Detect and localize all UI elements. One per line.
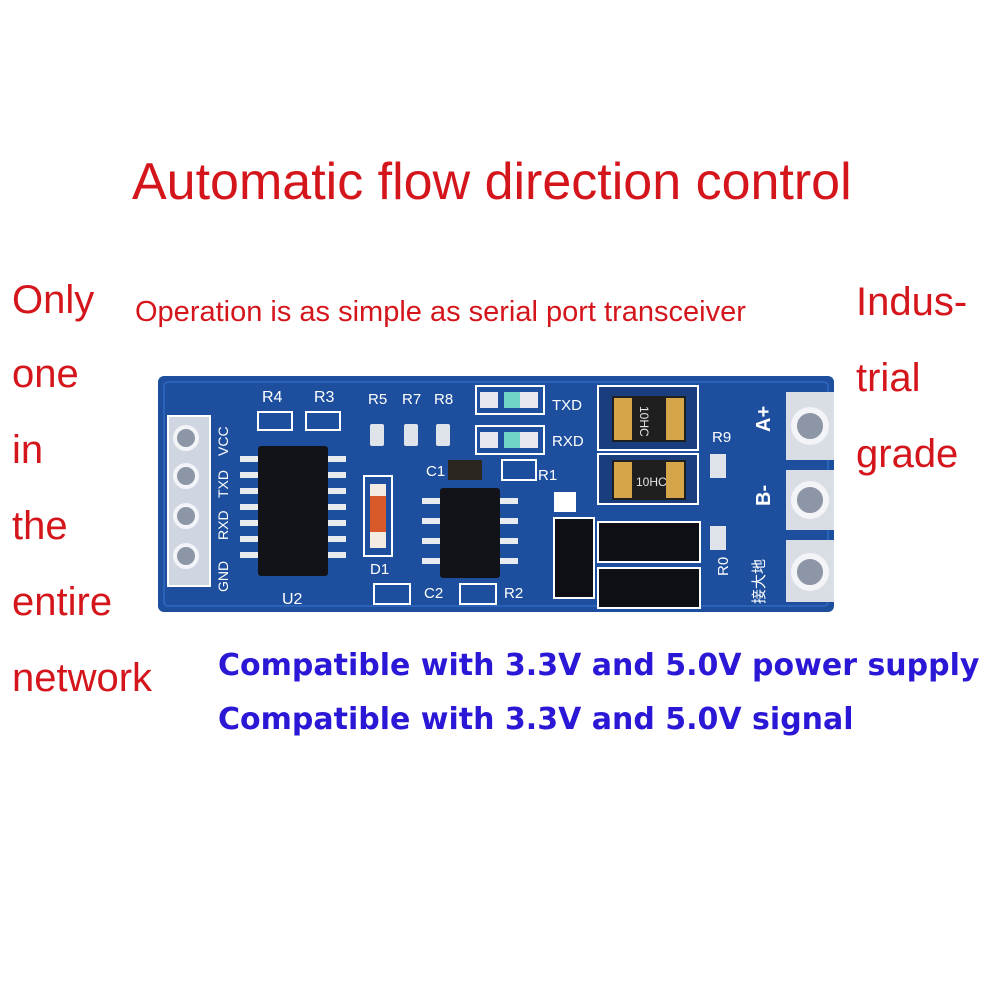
label-rxd: RXD (552, 433, 584, 450)
terminal-label-b: B- (753, 485, 775, 506)
label-d1: D1 (370, 561, 389, 578)
right-word: Indus- (856, 280, 968, 324)
headline: Automatic flow direction control (132, 153, 852, 211)
left-word: entire (12, 580, 113, 624)
led-rxd (475, 425, 545, 455)
chip-u2 (240, 446, 346, 576)
left-word: one (12, 352, 79, 396)
feature-signal: Compatible with 3.3V and 5.0V signal (218, 702, 854, 737)
terminal-a (786, 392, 834, 460)
pin-label-gnd: GND (215, 561, 231, 592)
label-txd: TXD (552, 397, 582, 414)
right-word: grade (856, 432, 959, 476)
tvs-marking-2: 10HC (636, 475, 667, 489)
label-r0: R0 (715, 557, 732, 576)
label-r1: R1 (538, 467, 557, 484)
diode-d1 (363, 475, 393, 557)
terminal-b (786, 470, 834, 530)
label-r7: R7 (402, 391, 421, 408)
label-r9: R9 (712, 429, 731, 446)
tvs-marking-1: 10HC (637, 406, 651, 437)
label-c2: C2 (424, 585, 443, 602)
tvs-diode-1 (597, 385, 699, 451)
rs485-module-board: VCC TXD RXD GND U2 R4 R3 R5 R7 R8 (158, 376, 834, 612)
label-r4: R4 (262, 389, 283, 406)
terminal-earth (786, 540, 834, 602)
pin-label-rxd: RXD (215, 510, 231, 540)
label-r2: R2 (504, 585, 523, 602)
right-word: trial (856, 356, 921, 400)
left-header (167, 415, 211, 587)
label-u2: U2 (282, 591, 303, 608)
pin-label-txd: TXD (215, 470, 231, 498)
left-word: network (12, 656, 153, 700)
left-word: in (12, 428, 44, 472)
label-r3: R3 (314, 389, 335, 406)
terminal-label-earth: 接大地 (750, 559, 768, 604)
label-r5: R5 (368, 391, 387, 408)
terminal-label-a: A+ (753, 406, 775, 432)
subheadline: Operation is as simple as serial port tr… (135, 296, 746, 328)
chip-u1 (422, 488, 518, 578)
tvs-diode-2 (597, 453, 699, 505)
label-c1: C1 (426, 463, 445, 480)
led-txd (475, 385, 545, 415)
feature-power-supply: Compatible with 3.3V and 5.0V power supp… (218, 648, 980, 683)
label-r8: R8 (434, 391, 453, 408)
left-word: the (12, 504, 68, 548)
pin-label-vcc: VCC (215, 426, 231, 456)
left-word: Only (12, 278, 95, 322)
